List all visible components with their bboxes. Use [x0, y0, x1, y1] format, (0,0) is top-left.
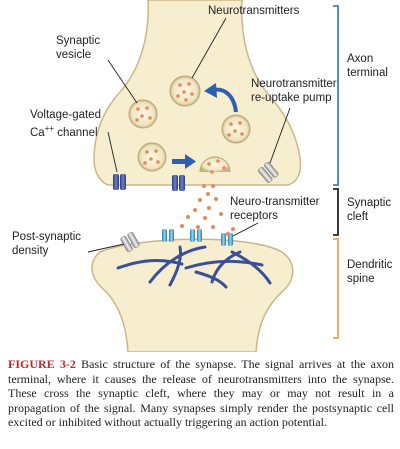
axon-terminal-bracket [333, 5, 339, 186]
synaptic-vesicle [128, 99, 158, 129]
label-synaptic-cleft: Synaptic cleft [347, 196, 391, 224]
label-line: Axon [347, 53, 374, 65]
label-axon-terminal: Axon terminal [347, 52, 388, 80]
label-synaptic-vesicle: Synaptic vesicle [56, 34, 100, 62]
label-line: Neuro-transmitter [230, 196, 320, 208]
label-reuptake-pump: Neurotransmitter re-uptake pump [251, 77, 337, 105]
label-line: Dendritic [347, 259, 393, 271]
synaptic-vesicle [221, 114, 251, 144]
synaptic-vesicle-fusing [199, 156, 231, 174]
label-line: Voltage-gated [30, 109, 101, 121]
label-line: density [12, 245, 49, 257]
release-arrow-head [185, 154, 196, 169]
label-post-synaptic-density: Post-synaptic density [12, 230, 81, 258]
figure-number: FIGURE 3-2 [8, 357, 76, 371]
figure-caption: FIGURE 3-2 Basic structure of the synaps… [8, 357, 394, 430]
recycle-arrow-head [204, 83, 217, 98]
label-text: channel [54, 126, 98, 139]
label-superscript: ++ [44, 124, 55, 133]
dendritic-spine-shape [91, 238, 294, 352]
post-synaptic-density-fibers [116, 245, 272, 289]
dendritic-spine-bracket [333, 238, 339, 339]
label-voltage-gated-channel: Voltage-gated Ca++ channel [30, 108, 101, 140]
release-arrow [172, 159, 186, 164]
label-text: Ca [30, 126, 45, 139]
caption-text: Basic structure of the synapse. The sign… [8, 357, 394, 430]
neurotransmitter-receptor [162, 229, 174, 242]
label-receptors: Neuro-transmitter receptors [230, 195, 319, 223]
synaptic-cleft-bracket [333, 188, 339, 236]
synaptic-vesicle [137, 142, 167, 172]
label-line: vesicle [56, 49, 92, 61]
reuptake-pump [258, 161, 279, 183]
neurotransmitter-receptor [190, 229, 202, 242]
label-line: cleft [347, 211, 369, 223]
leader-lines [87, 17, 291, 253]
label-line: Synaptic [347, 197, 392, 209]
label-neurotransmitters: Neurotransmitters [208, 5, 300, 17]
label-line: re-uptake pump [251, 92, 332, 104]
label-line: Neurotransmitter [251, 78, 337, 90]
synaptic-vesicle [169, 75, 201, 107]
calcium-channel [113, 174, 126, 190]
label-line: spine [347, 273, 375, 285]
neurotransmitter-particles [180, 184, 235, 231]
label-line: Ca++ channel [30, 122, 101, 140]
postsynaptic-transporter [120, 232, 140, 252]
synapse-diagram [87, 0, 339, 352]
label-line: receptors [230, 210, 278, 222]
label-line: Synaptic [56, 35, 101, 47]
label-line: terminal [347, 67, 388, 79]
label-line: Post-synaptic [12, 231, 82, 243]
label-dendritic-spine: Dendritic spine [347, 258, 392, 286]
recycle-arrow [213, 87, 238, 113]
neurotransmitter-receptor [221, 231, 233, 246]
calcium-channel [172, 175, 185, 191]
